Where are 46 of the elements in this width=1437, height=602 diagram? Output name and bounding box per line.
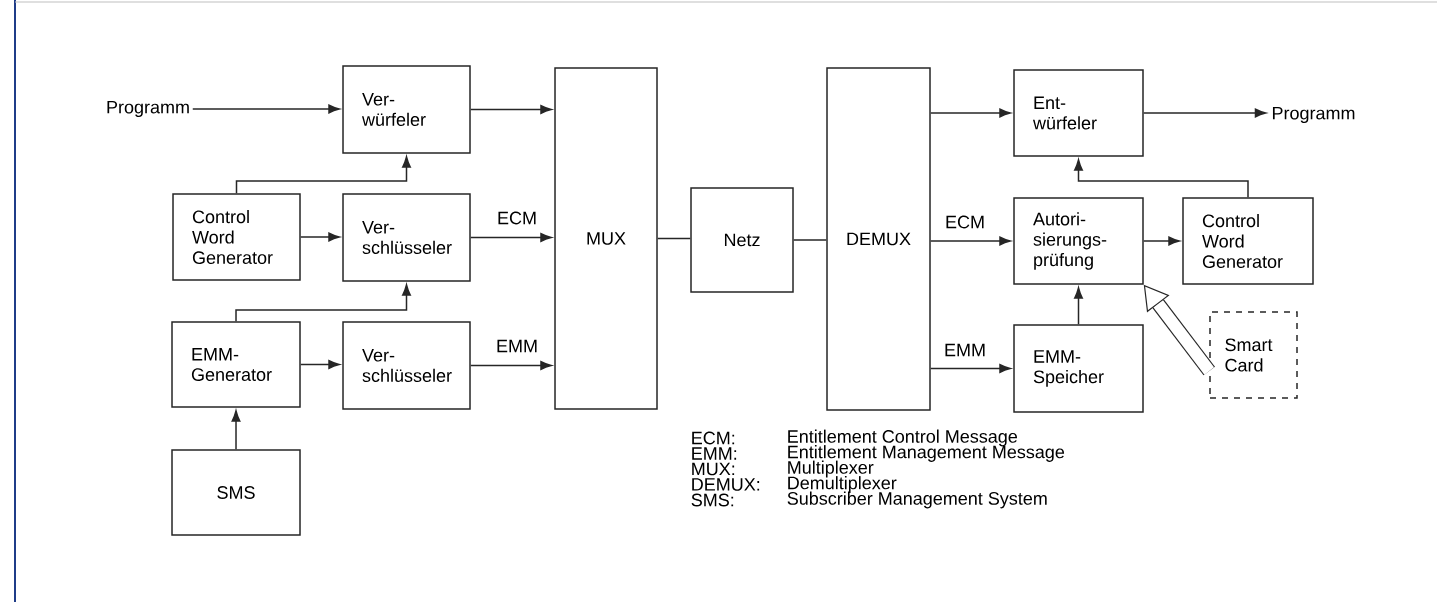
smart-card-box: Smart Card — [1209, 311, 1298, 399]
abbreviation: EMM: — [692, 447, 737, 460]
process-box: Ent- würfeler — [1013, 69, 1144, 157]
arrow — [300, 360, 340, 369]
arrow — [235, 156, 411, 194]
abbreviation: MUX: — [692, 462, 735, 476]
process-box: Ver- schlüsseler — [342, 321, 471, 410]
arrow — [1074, 159, 1249, 198]
process-box: EMM- Speicher — [1013, 324, 1144, 413]
arrow — [470, 233, 552, 242]
edge-label: EMM — [942, 341, 988, 359]
abbreviation: ECM: — [692, 431, 735, 445]
arrow — [1143, 108, 1267, 118]
arrow — [192, 104, 340, 114]
abbreviation-meaning: Multiplexer — [788, 460, 874, 478]
arrow — [930, 364, 1011, 373]
multiplexer-box: MUX — [554, 67, 658, 410]
process-box: Autori- sierungs- prüfung — [1013, 197, 1144, 285]
arrow — [470, 361, 552, 370]
arrow — [930, 236, 1011, 246]
connector-line — [793, 239, 827, 241]
demultiplexer-box: DEMUX — [826, 67, 931, 411]
network-box: Netz — [690, 187, 794, 293]
output-label: Programm — [1272, 106, 1355, 124]
arrow — [231, 410, 241, 450]
arrow — [470, 105, 552, 114]
process-box: Ver- schlüsseler — [342, 193, 471, 282]
arrow — [1074, 287, 1083, 325]
edge-label: EMM — [494, 337, 540, 355]
process-box: Control Word Generator — [172, 193, 301, 281]
arrow — [235, 284, 411, 322]
abbreviation-meaning: Demultiplexer — [788, 476, 897, 493]
process-box: Ver- würfeler — [342, 65, 471, 154]
process-box: SMS — [171, 449, 301, 536]
edge-label: ECM — [495, 209, 539, 227]
arrow — [930, 108, 1011, 118]
connector-line — [657, 237, 691, 240]
input-label: Programm — [107, 100, 189, 118]
abbreviation-meaning: Subscriber Management System — [787, 491, 1047, 509]
arrow — [1143, 236, 1180, 246]
process-box: Control Word Generator — [1182, 197, 1314, 285]
abbreviation: DEMUX: — [692, 478, 760, 491]
arrow — [300, 232, 340, 242]
edge-label: ECM — [943, 213, 987, 231]
process-box: EMM- Generator — [171, 321, 301, 408]
abbreviation: SMS: — [691, 493, 734, 507]
